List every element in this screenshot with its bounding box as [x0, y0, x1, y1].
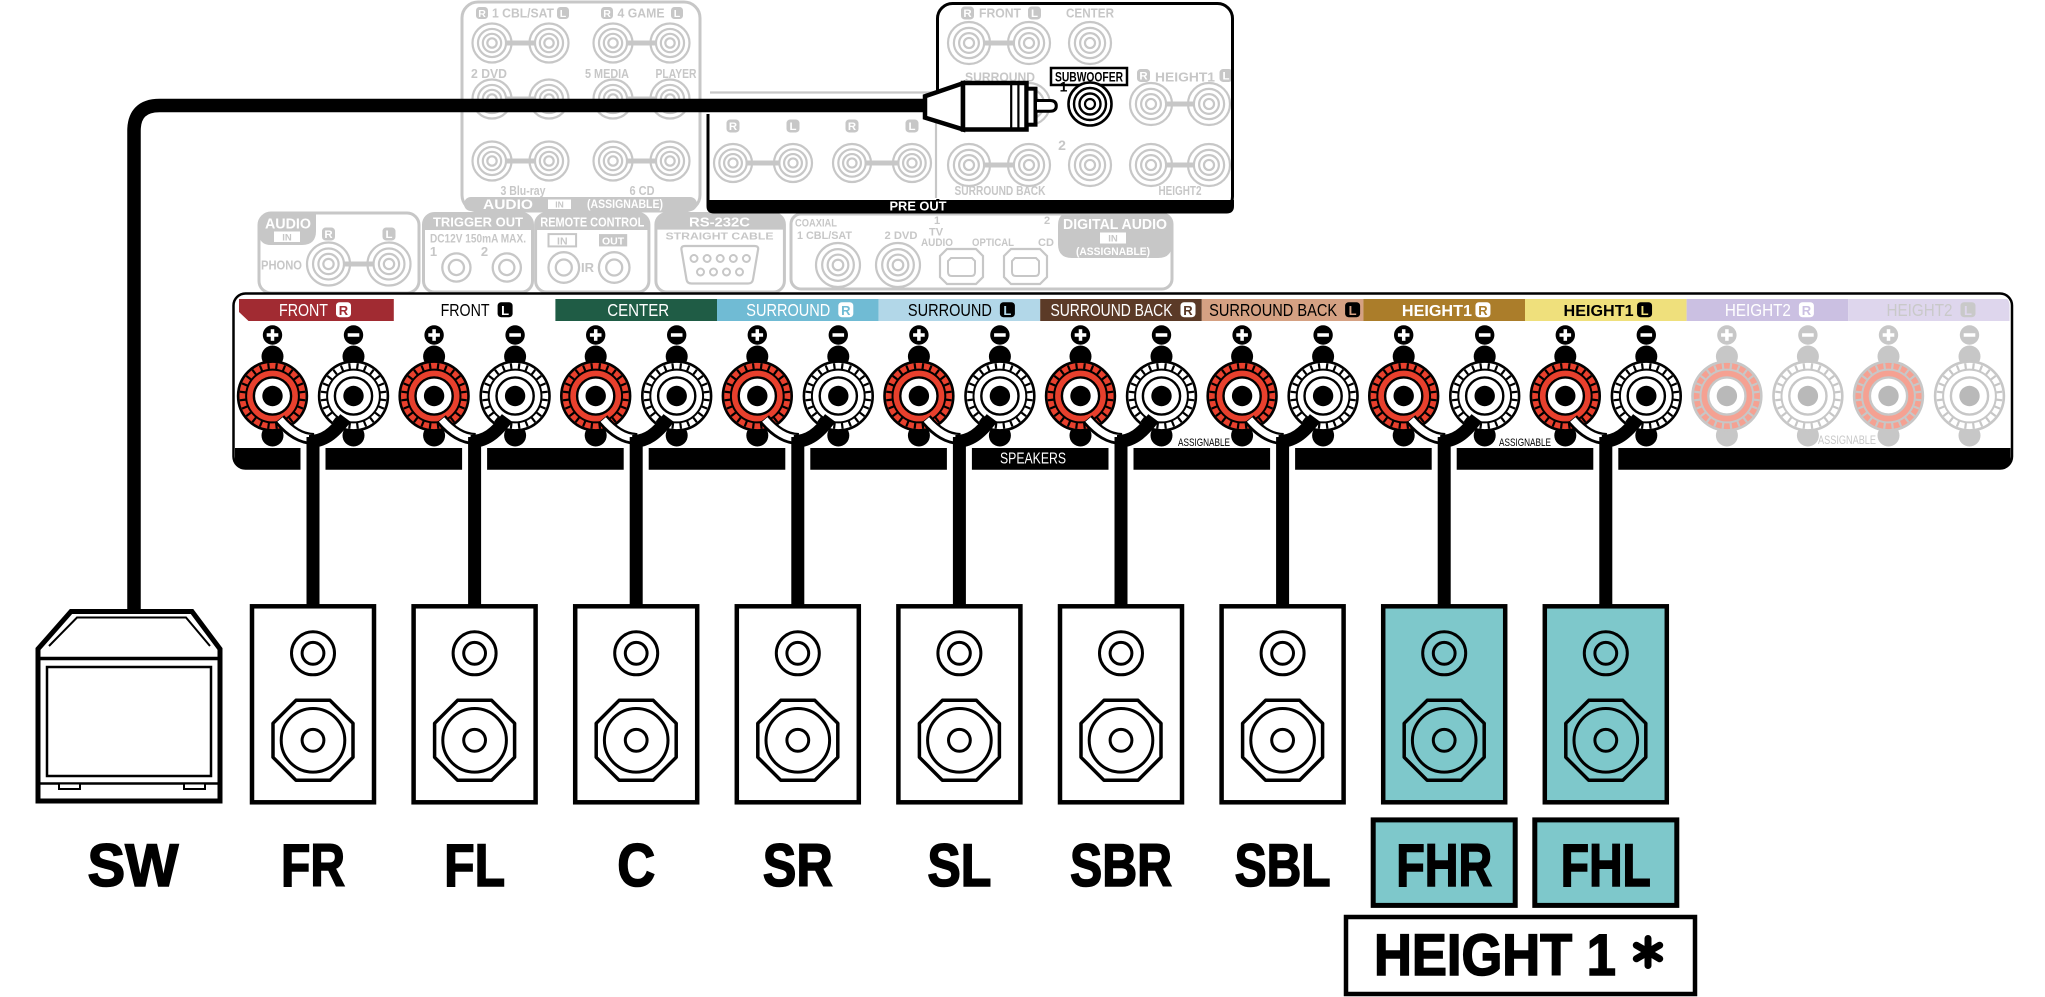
- svg-text:PHONO: PHONO: [261, 259, 302, 273]
- svg-text:CENTER: CENTER: [607, 300, 669, 320]
- svg-text:1: 1: [1060, 79, 1068, 95]
- svg-text:3 Blu-ray: 3 Blu-ray: [501, 183, 547, 198]
- svg-text:R: R: [1183, 303, 1193, 318]
- svg-text:L: L: [674, 8, 681, 20]
- svg-text:RS-232C: RS-232C: [689, 214, 751, 229]
- svg-text:PLAYER: PLAYER: [656, 66, 697, 81]
- svg-text:AUDIO: AUDIO: [921, 237, 953, 249]
- svg-text:REMOTE CONTROL: REMOTE CONTROL: [540, 215, 644, 229]
- svg-text:STRAIGHT CABLE: STRAIGHT CABLE: [666, 231, 774, 243]
- svg-text:SURROUND: SURROUND: [746, 300, 830, 320]
- svg-text:FRONT: FRONT: [979, 6, 1021, 21]
- svg-text:FR: FR: [281, 832, 345, 899]
- svg-text:L: L: [909, 121, 916, 133]
- svg-text:SURROUND BACK: SURROUND BACK: [1209, 300, 1337, 320]
- svg-text:R: R: [339, 303, 349, 318]
- svg-text:R: R: [729, 121, 738, 133]
- svg-text:IN: IN: [555, 200, 564, 210]
- svg-text:R: R: [1139, 71, 1148, 83]
- svg-text:5 MEDIA: 5 MEDIA: [585, 66, 630, 81]
- svg-text:2: 2: [481, 244, 488, 259]
- svg-text:SURROUND: SURROUND: [908, 300, 992, 320]
- svg-text:OPTICAL: OPTICAL: [972, 237, 1014, 249]
- svg-text:2 DVD: 2 DVD: [885, 230, 918, 242]
- svg-text:SL: SL: [927, 832, 991, 899]
- svg-text:HEIGHT2: HEIGHT2: [1159, 183, 1202, 198]
- svg-text:(ASSIGNABLE): (ASSIGNABLE): [1076, 246, 1150, 258]
- svg-text:IN: IN: [282, 233, 292, 244]
- svg-text:(ASSIGNABLE): (ASSIGNABLE): [587, 199, 663, 211]
- svg-text:1 CBL/SAT: 1 CBL/SAT: [797, 230, 852, 242]
- svg-text:IN: IN: [557, 235, 568, 247]
- svg-text:SW: SW: [88, 832, 179, 899]
- svg-text:HEIGHT1: HEIGHT1: [1155, 70, 1215, 85]
- svg-text:R: R: [324, 229, 333, 241]
- svg-text:L: L: [1003, 303, 1011, 318]
- svg-text:AUDIO: AUDIO: [483, 196, 533, 212]
- svg-text:IR: IR: [581, 260, 595, 275]
- svg-text:SUBWOOFER: SUBWOOFER: [1055, 69, 1123, 85]
- svg-text:TV: TV: [929, 227, 944, 239]
- svg-text:HEIGHT 1: HEIGHT 1: [1374, 923, 1616, 988]
- svg-text:2 DVD: 2 DVD: [471, 66, 507, 81]
- svg-text:6 CD: 6 CD: [630, 183, 655, 198]
- svg-text:SURROUND BACK: SURROUND BACK: [1051, 300, 1173, 320]
- svg-text:FL: FL: [444, 832, 505, 899]
- svg-text:CD: CD: [1038, 237, 1054, 249]
- svg-text:PRE OUT: PRE OUT: [890, 200, 947, 214]
- svg-text:FRONT: FRONT: [279, 300, 328, 320]
- svg-text:R: R: [841, 303, 851, 318]
- svg-text:COAXIAL: COAXIAL: [795, 218, 837, 230]
- svg-text:R: R: [1802, 303, 1812, 318]
- svg-text:L: L: [1223, 71, 1230, 83]
- svg-text:R: R: [848, 121, 857, 133]
- svg-text:R: R: [478, 8, 486, 20]
- svg-text:1 CBL/SAT: 1 CBL/SAT: [492, 6, 554, 21]
- svg-text:OUT: OUT: [602, 235, 625, 247]
- svg-text:HEIGHT1: HEIGHT1: [1564, 303, 1634, 320]
- svg-text:HEIGHT2: HEIGHT2: [1887, 300, 1953, 320]
- svg-text:ASSIGNABLE: ASSIGNABLE: [1499, 437, 1551, 449]
- svg-text:SR: SR: [763, 832, 833, 899]
- svg-text:L: L: [1964, 303, 1972, 318]
- svg-text:DIGITAL AUDIO: DIGITAL AUDIO: [1063, 216, 1167, 233]
- svg-text:IN: IN: [1108, 234, 1118, 245]
- svg-text:SURROUND BACK: SURROUND BACK: [955, 183, 1046, 198]
- svg-text:FHL: FHL: [1561, 832, 1651, 899]
- svg-text:FHR: FHR: [1396, 832, 1492, 899]
- svg-text:R: R: [1478, 303, 1488, 318]
- svg-text:L: L: [1641, 303, 1649, 318]
- svg-text:C: C: [617, 832, 655, 899]
- svg-text:ASSIGNABLE: ASSIGNABLE: [1178, 437, 1230, 449]
- svg-text:TRIGGER OUT: TRIGGER OUT: [433, 215, 523, 229]
- svg-text:FRONT: FRONT: [441, 300, 490, 320]
- svg-text:L: L: [790, 121, 797, 133]
- svg-text:SPEAKERS: SPEAKERS: [1000, 451, 1066, 468]
- svg-text:2: 2: [1044, 215, 1050, 227]
- svg-text:R: R: [603, 8, 611, 20]
- svg-text:HEIGHT2: HEIGHT2: [1725, 300, 1791, 320]
- svg-text:L: L: [1031, 8, 1038, 20]
- svg-text:L: L: [1349, 303, 1357, 318]
- svg-text:1: 1: [430, 244, 437, 259]
- svg-text:ASSIGNABLE: ASSIGNABLE: [1818, 435, 1876, 447]
- svg-text:L: L: [560, 8, 567, 20]
- svg-text:AUDIO: AUDIO: [265, 217, 311, 233]
- svg-text:4 GAME: 4 GAME: [618, 6, 665, 21]
- svg-text:SBL: SBL: [1235, 832, 1331, 899]
- svg-text:L: L: [386, 229, 393, 241]
- svg-text:SBR: SBR: [1070, 832, 1172, 899]
- svg-text:CENTER: CENTER: [1066, 6, 1115, 21]
- svg-text:L: L: [501, 303, 509, 318]
- svg-text:1: 1: [934, 215, 940, 227]
- svg-text:DC12V 150mA MAX.: DC12V 150mA MAX.: [430, 233, 526, 245]
- svg-text:2: 2: [1058, 137, 1066, 153]
- svg-text:HEIGHT1: HEIGHT1: [1402, 303, 1472, 320]
- svg-text:R: R: [963, 8, 972, 20]
